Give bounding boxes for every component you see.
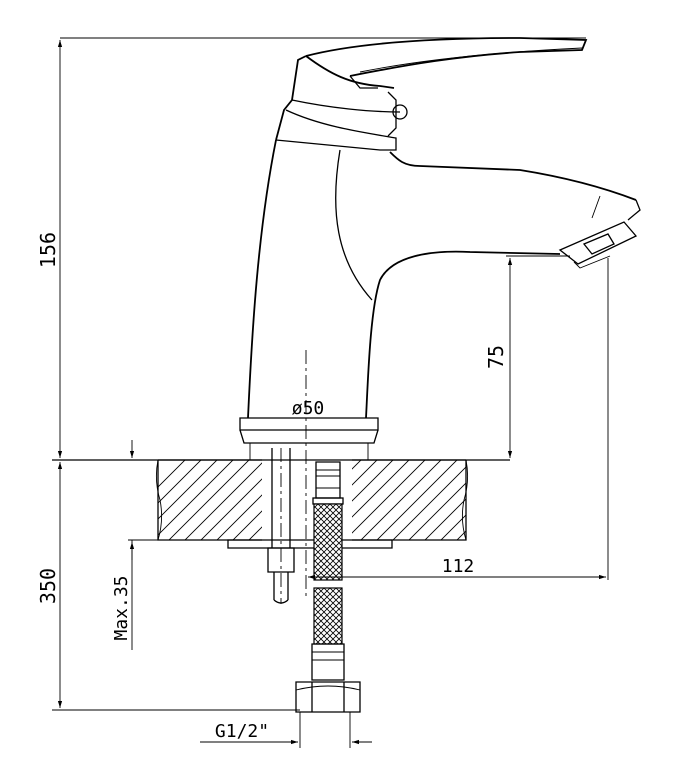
hatch-line [339,460,431,540]
faucet-base [239,417,379,460]
dimension-75: 75 [484,255,570,458]
fixing-plate [227,539,393,549]
flexible-hose [295,461,361,713]
dimension-112: 112 [308,258,609,580]
hatch-line [158,460,223,540]
hatch-line [179,460,271,540]
dimension-diameter-50: ø50 [242,398,376,419]
hatch-line [387,460,466,540]
dimension-max-35: Max.35 [111,440,228,650]
hatch-line [158,460,207,540]
hatch-line [158,460,239,540]
dimension-max-35-label: Max.35 [111,575,132,640]
hatch-line [548,455,638,545]
hatch-line [500,455,590,545]
dimension-75-label: 75 [484,345,508,369]
dimension-350-label: 350 [36,568,60,604]
faucet-body [247,139,641,419]
hatch-line [484,455,574,545]
dimension-156-label: 156 [36,232,60,268]
dimension-156: 156 [36,37,586,458]
hatch-line [371,460,463,540]
dimension-thread: G1/2" [200,712,372,748]
dimension-diameter-50-label: ø50 [292,398,325,419]
hatch-line [355,460,447,540]
hatch-line [419,460,466,540]
hatch-line [532,455,622,545]
dimension-112-label: 112 [442,556,475,577]
dimension-350: 350 [36,462,300,711]
hatch-line [516,455,606,545]
hatch-line [468,455,558,545]
hatch-line [435,460,466,540]
countertop-hatching [158,455,638,545]
dimension-thread-label: G1/2" [215,721,269,742]
hatch-line [158,460,191,540]
hatch-line [403,460,466,540]
hatch-line [163,460,255,540]
mounting-stud [267,448,295,604]
countertop-section [52,455,638,545]
lever-handle [275,37,588,151]
